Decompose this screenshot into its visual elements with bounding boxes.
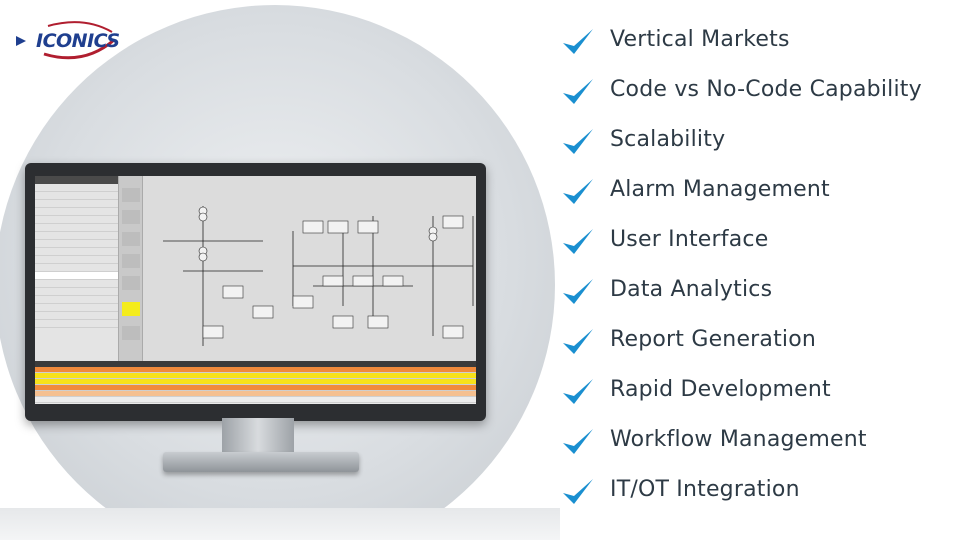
feature-label: IT/OT Integration <box>610 477 800 502</box>
feature-item: Rapid Development <box>560 372 960 412</box>
feature-item: Workflow Management <box>560 422 960 462</box>
logo-swoosh-icon <box>16 21 115 60</box>
feature-item: Alarm Management <box>560 172 960 212</box>
checkmark-icon <box>563 129 593 154</box>
logo-text: ICONICS <box>36 30 120 52</box>
checkmark-icon <box>563 429 593 454</box>
monitor-neck <box>222 418 294 458</box>
screen-alarm-table <box>35 361 476 404</box>
monitor <box>25 163 486 421</box>
feature-label: Report Generation <box>610 327 817 352</box>
feature-item: Scalability <box>560 122 960 162</box>
checkmark-icon <box>563 79 593 104</box>
feature-item: IT/OT Integration <box>560 472 960 512</box>
desk-surface <box>0 508 560 540</box>
feature-item: Report Generation <box>560 322 960 362</box>
feature-label: Scalability <box>610 127 726 152</box>
feature-item: User Interface <box>560 222 960 262</box>
checkmark-icon <box>563 179 593 204</box>
feature-item: Code vs No-Code Capability <box>560 72 960 112</box>
checkmark-icon <box>563 279 593 304</box>
checkmark-icon <box>563 479 593 504</box>
feature-item: Data Analytics <box>560 272 960 312</box>
checkmark-icon <box>563 29 593 54</box>
monitor-base <box>163 452 359 472</box>
feature-label: Code vs No-Code Capability <box>610 77 922 102</box>
feature-label: Data Analytics <box>610 277 773 302</box>
monitor-screen <box>35 176 476 404</box>
checkmark-icon <box>563 329 593 354</box>
checkmark-icon <box>563 379 593 404</box>
checkmark-icon <box>563 229 593 254</box>
feature-label: Alarm Management <box>610 177 830 202</box>
screen-tree-panel <box>35 176 119 361</box>
screen-tile-panel <box>119 176 143 361</box>
feature-label: Workflow Management <box>610 427 867 452</box>
feature-label: Vertical Markets <box>610 27 790 52</box>
feature-item: Vertical Markets <box>560 22 960 62</box>
feature-label: Rapid Development <box>610 377 831 402</box>
screen-electrical-diagram <box>143 176 476 361</box>
iconics-logo: ICONICS <box>14 20 124 64</box>
feature-label: User Interface <box>610 227 769 252</box>
